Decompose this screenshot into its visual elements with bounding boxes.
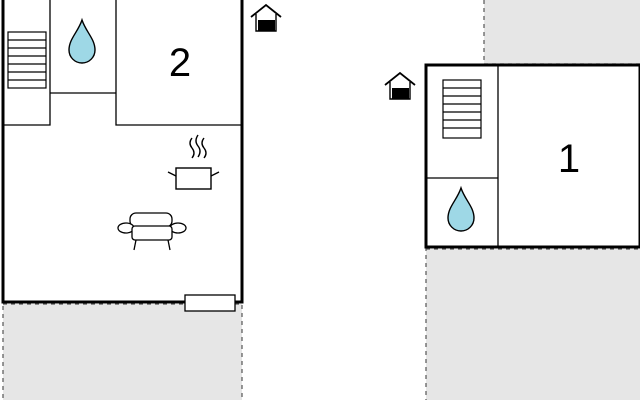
stairs-icon [7,31,47,89]
window-icon [184,294,236,312]
entrance-house-icon [384,71,416,100]
stairs-icon [442,79,482,139]
room-label-2: 2 [169,41,191,85]
cooking-pot-icon [167,134,220,190]
stair-room-wall [3,0,51,126]
room-2-wall [115,0,242,126]
bathroom-water-drop-icon [68,17,96,64]
terrace-right-bottom [425,248,640,400]
sofa-icon [117,212,187,251]
room-label-1: 1 [558,137,580,181]
entrance-house-icon [250,3,282,32]
terrace-left-bottom [2,303,243,400]
terrace-right-top [483,0,640,65]
bathroom-water-drop-icon [447,185,475,232]
